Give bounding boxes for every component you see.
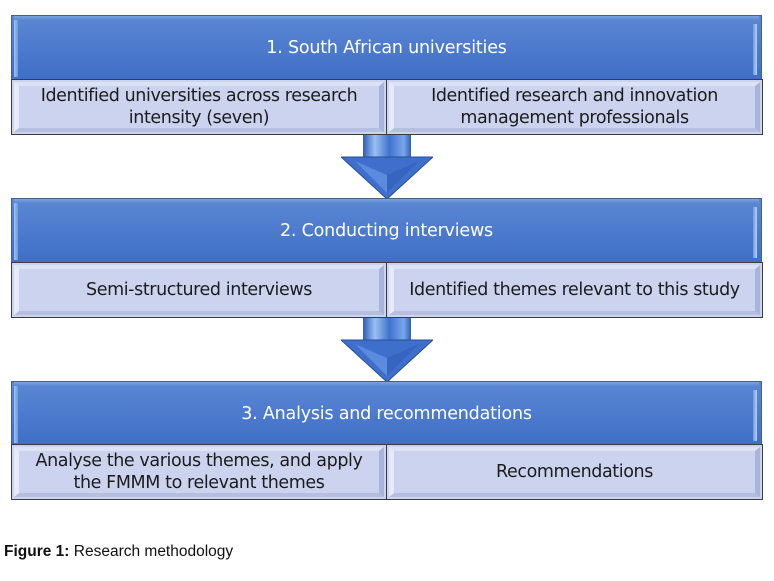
stage-2-item-2: Identified themes relevant to this study [386,262,763,318]
down-arrow-icon [341,318,433,382]
stage-1-item-1: Identified universities across research … [11,79,387,135]
stage-2-header: 2. Conducting interviews [11,198,762,263]
stage-1-item-1-text: Identified universities across research … [40,86,358,128]
stage-1-item-2-text: Identified research and innovation manag… [431,86,718,128]
figure-caption: Figure 1: Research methodology [4,543,233,561]
stage-3-item-2: Recommendations [386,444,763,500]
stage-3-item-1: Analyse the various themes, and apply th… [11,444,387,500]
stage-1-header: 1. South African universities [11,15,762,80]
stage-1-item-2: Identified research and innovation manag… [386,79,763,135]
down-arrow-icon [341,135,433,199]
stage-2-title: 2. Conducting interviews [280,220,493,241]
caption-label: Figure 1: [4,543,70,560]
stage-3-item-2-text: Recommendations [496,462,653,482]
stage-3-header: 3. Analysis and recommendations [11,381,762,446]
stage-3-title: 3. Analysis and recommendations [241,403,532,424]
stage-2-item-1-text: Semi-structured interviews [86,280,312,300]
stage-2-item-1: Semi-structured interviews [11,262,387,318]
caption-text: Research methodology [69,543,234,560]
stage-2-item-2-text: Identified themes relevant to this study [409,280,740,300]
stage-1-title: 1. South African universities [266,37,507,58]
stage-3-item-1-text: Analyse the various themes, and apply th… [35,451,363,493]
